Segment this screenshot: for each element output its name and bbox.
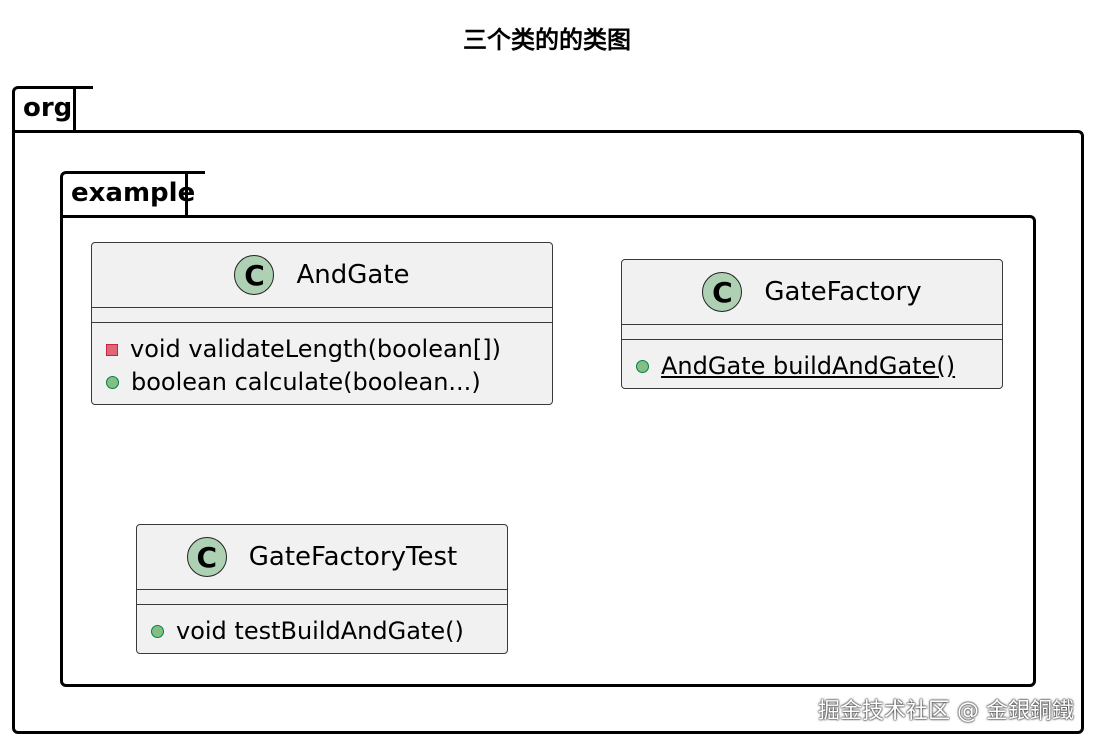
public-visibility-icon (636, 360, 649, 373)
static-method-text: AndGate buildAndGate() (661, 352, 956, 380)
class-icon: C (234, 255, 275, 295)
class-andgate-methods: void validateLength(boolean[]) boolean c… (92, 323, 552, 405)
package-example-label: example (71, 178, 196, 208)
method-row: void testBuildAndGate() (151, 615, 495, 648)
class-gatefactorytest[interactable]: C GateFactoryTest void testBuildAndGate(… (136, 524, 508, 654)
class-gatefactorytest-fields (137, 590, 507, 605)
diagram-title: 三个类的的类图 (463, 26, 631, 54)
class-andgate[interactable]: C AndGate void validateLength(boolean[])… (91, 242, 553, 405)
public-visibility-icon (106, 376, 119, 389)
class-icon: C (702, 272, 743, 312)
class-gatefactory-name: GateFactory (764, 277, 922, 307)
class-gatefactory-methods: AndGate buildAndGate() (622, 340, 1002, 389)
class-gatefactorytest-methods: void testBuildAndGate() (137, 605, 507, 654)
method-row: boolean calculate(boolean...) (106, 366, 540, 399)
class-andgate-fields (92, 308, 552, 323)
class-icon: C (186, 537, 227, 577)
private-visibility-icon (106, 343, 118, 356)
package-example (60, 215, 1036, 687)
method-text: void validateLength(boolean[]) (130, 335, 501, 363)
package-org-label: org (23, 93, 73, 123)
class-gatefactory[interactable]: C GateFactory AndGate buildAndGate() (621, 259, 1003, 389)
method-text: boolean calculate(boolean...) (131, 368, 481, 396)
class-gatefactory-fields (622, 325, 1002, 340)
watermark: 掘金技术社区 @ 金銀銅鐵 (818, 699, 1074, 724)
method-row: AndGate buildAndGate() (636, 350, 990, 383)
method-text: void testBuildAndGate() (176, 617, 464, 645)
method-row: void validateLength(boolean[]) (106, 333, 540, 366)
class-gatefactorytest-header: C GateFactoryTest (137, 525, 507, 590)
package-example-tab: example (60, 171, 205, 217)
class-gatefactory-header: C GateFactory (622, 260, 1002, 325)
class-andgate-header: C AndGate (92, 243, 552, 308)
package-org (12, 130, 1084, 734)
class-gatefactorytest-name: GateFactoryTest (248, 542, 458, 572)
public-visibility-icon (151, 625, 164, 638)
class-andgate-name: AndGate (296, 260, 410, 290)
package-org-tab: org (12, 86, 93, 132)
